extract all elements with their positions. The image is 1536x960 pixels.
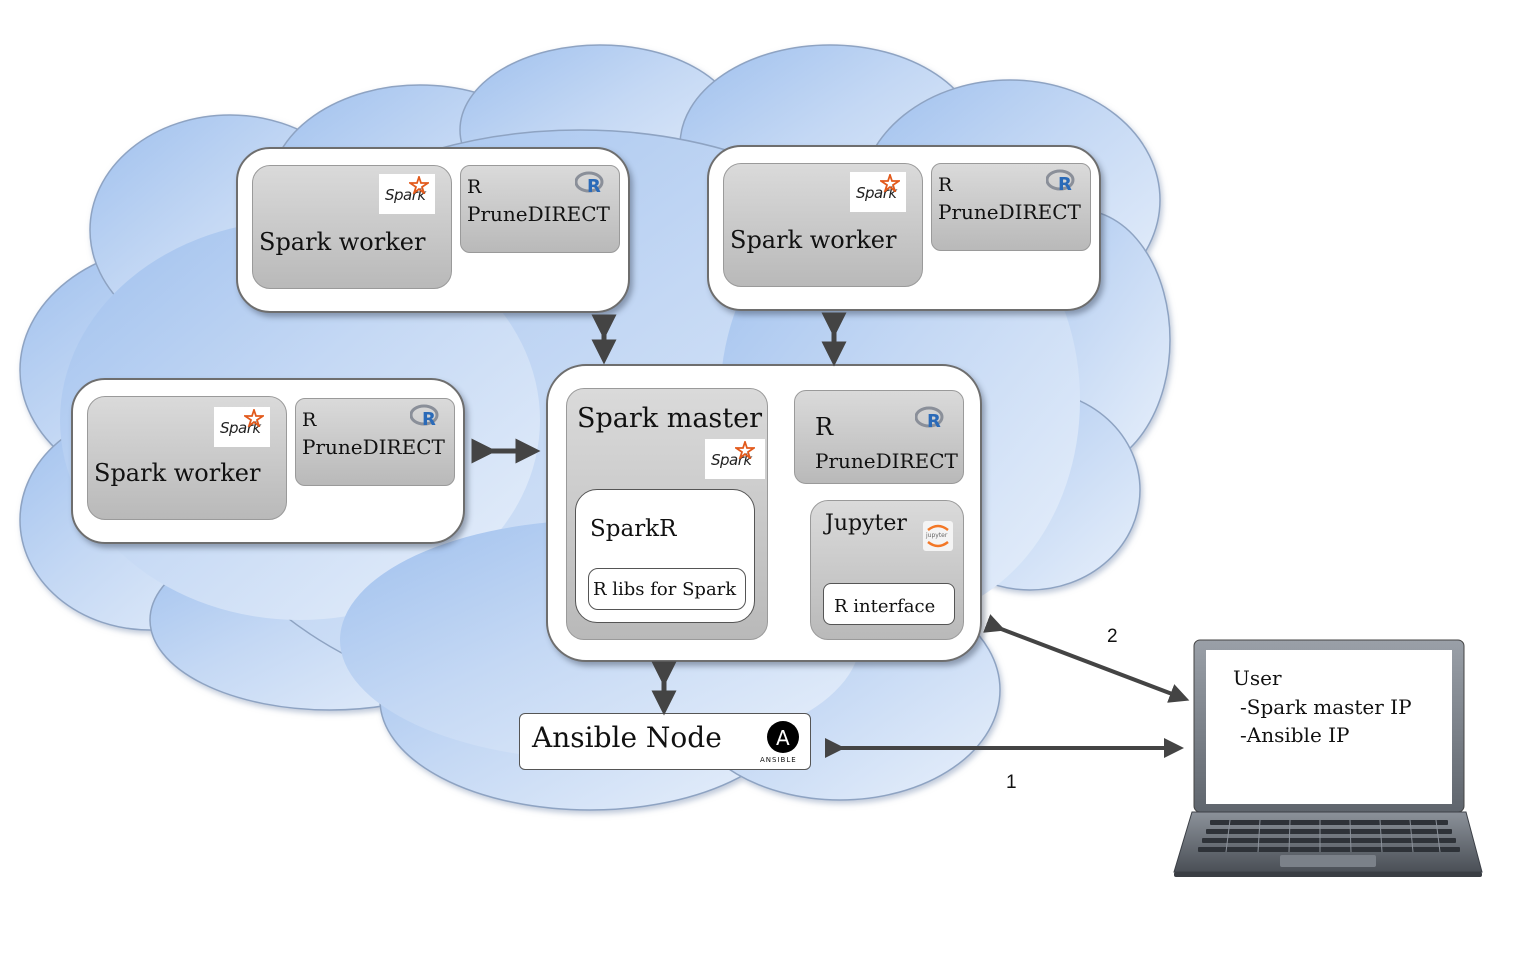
r-prunedirect-box: R R PruneDIRECT	[460, 165, 620, 253]
svg-text:R: R	[587, 176, 601, 196]
spark-worker-node-3: Spark Spark worker R R PruneDIRECT	[71, 378, 465, 544]
spark-master-node: Spark master Spark SparkR R libs for Spa…	[546, 364, 982, 662]
arrow-label-1: 1	[1006, 772, 1017, 793]
spark-worker-label: Spark worker	[259, 228, 426, 256]
jupyter-label: Jupyter	[825, 511, 907, 536]
arrow-label-2: 2	[1107, 626, 1118, 647]
r-interface-label: R interface	[834, 596, 936, 617]
spark-worker-label: Spark worker	[730, 226, 897, 254]
ansible-node-label: Ansible Node	[532, 721, 722, 754]
ansible-logo-text: ANSIBLE	[760, 756, 797, 764]
r-interface-box: R interface	[823, 583, 955, 625]
spark-logo-icon: Spark	[850, 172, 906, 212]
spark-worker-box: Spark Spark worker	[252, 165, 452, 289]
spark-worker-label: Spark worker	[94, 459, 261, 487]
spark-master-box: Spark master Spark SparkR R libs for Spa…	[566, 388, 768, 640]
spark-worker-box: Spark Spark worker	[87, 396, 287, 520]
sparkr-label: SparkR	[590, 516, 677, 542]
r-libs-label: R libs for Spark	[593, 579, 737, 600]
user-title: User	[1233, 666, 1282, 690]
jupyter-box: Jupyter jupyter R interface	[810, 500, 964, 640]
r-label: R	[467, 176, 482, 198]
r-label: R	[815, 413, 834, 441]
arrow-master-user	[983, 614, 1190, 703]
r-label: R	[302, 409, 317, 431]
r-logo-icon: R	[915, 406, 944, 431]
sparkr-box: SparkR R libs for Spark	[575, 489, 755, 623]
spark-worker-box: Spark Spark worker	[723, 163, 923, 287]
r-logo-icon: R	[410, 404, 439, 429]
svg-text:R: R	[927, 411, 941, 431]
spark-worker-node-2: Spark Spark worker R R PruneDIRECT	[707, 145, 1101, 311]
user-item-spark-ip: -Spark master IP	[1240, 695, 1412, 719]
prunedirect-label: PruneDIRECT	[302, 435, 445, 459]
laptop-icon	[1173, 639, 1483, 877]
spark-logo-icon: Spark	[705, 439, 765, 479]
r-logo-icon: R	[1046, 169, 1075, 194]
user-item-ansible-ip: -Ansible IP	[1240, 723, 1350, 747]
prunedirect-label: PruneDIRECT	[815, 449, 958, 473]
ansible-logo-icon: A	[767, 721, 799, 753]
r-libs-box: R libs for Spark	[588, 568, 746, 610]
svg-text:R: R	[422, 409, 436, 429]
svg-text:A: A	[776, 726, 790, 750]
spark-logo-icon: Spark	[214, 407, 270, 447]
r-prunedirect-box: R R PruneDIRECT	[931, 163, 1091, 251]
spark-logo-icon: Spark	[379, 174, 435, 214]
prunedirect-label: PruneDIRECT	[938, 200, 1081, 224]
jupyter-logo-icon: jupyter	[923, 521, 953, 551]
r-prunedirect-box: R R PruneDIRECT	[794, 390, 964, 484]
prunedirect-label: PruneDIRECT	[467, 202, 610, 226]
r-label: R	[938, 174, 953, 196]
r-logo-icon: R	[575, 171, 604, 196]
spark-worker-node-1: Spark Spark worker R R PruneDIRECT	[236, 147, 630, 313]
svg-text:R: R	[1058, 174, 1072, 194]
spark-master-label: Spark master	[577, 403, 763, 434]
r-prunedirect-box: R R PruneDIRECT	[295, 398, 455, 486]
